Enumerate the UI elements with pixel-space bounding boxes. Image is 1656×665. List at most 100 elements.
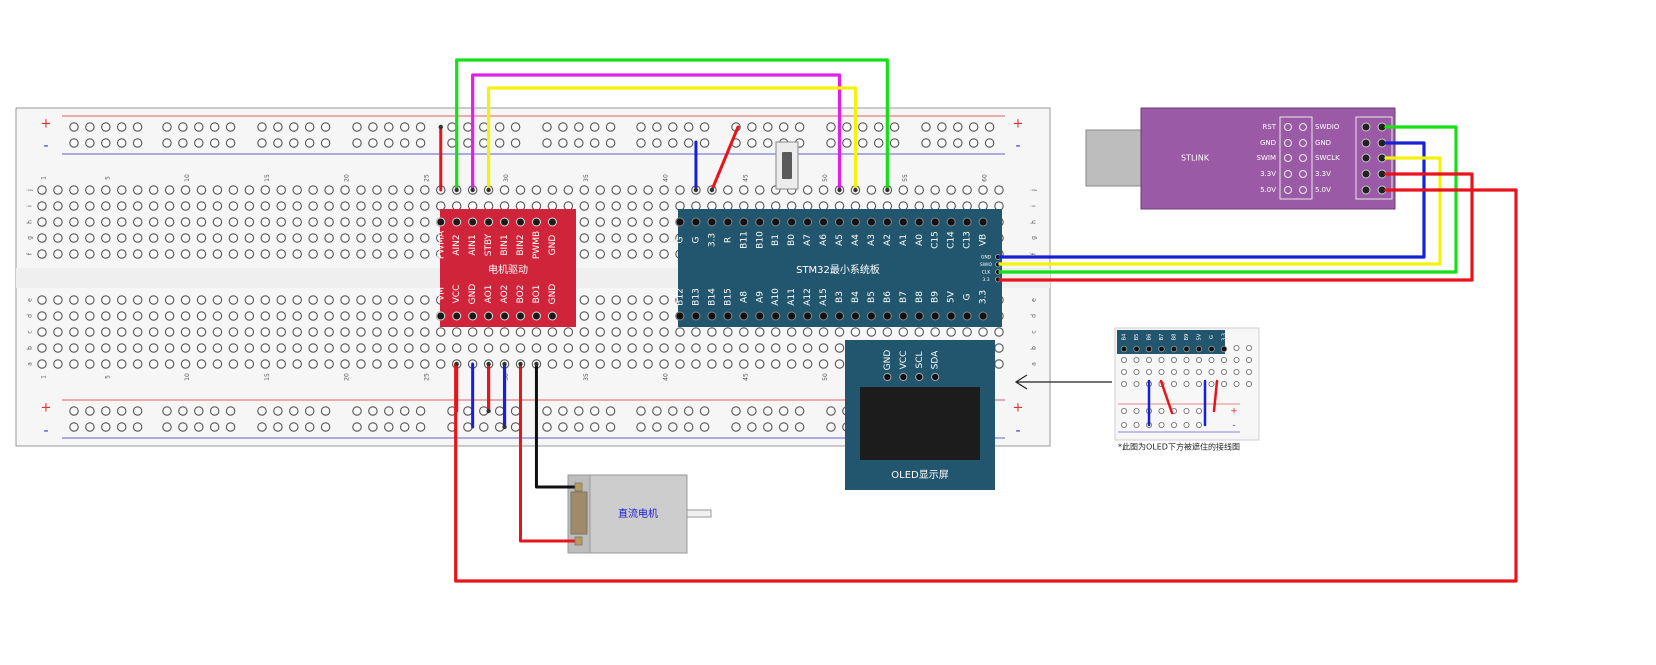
terminal-hole [515,201,526,211]
wire-end [454,187,459,193]
terminal-hole [627,343,637,353]
column-number: 25 [423,174,430,182]
terminal-hole [404,327,414,337]
inset-hole [1196,368,1203,375]
column-number: 15 [264,373,271,381]
rail-hole [116,122,127,132]
stm32-pin [898,311,908,321]
terminal-hole [770,359,781,369]
motor-driver-pin [547,217,557,227]
terminal-hole [754,185,765,195]
terminal-hole [117,217,127,227]
stlink-pin [1299,139,1307,147]
terminal-hole [978,201,988,211]
terminal-hole [101,201,111,211]
terminal-hole [451,343,462,353]
stm32-pin-label: A8 [739,291,749,303]
terminal-hole [420,233,430,243]
terminal-hole [228,201,239,211]
inset-wire-red-2 [1212,379,1219,413]
terminal-hole [834,343,845,353]
terminal-hole [978,185,988,195]
stm32-title: STM32最小系统板 [796,263,880,276]
inset-minus-sign: - [1232,421,1235,431]
row-letter: h [27,220,34,224]
rail-hole [273,122,283,132]
stm32-side-pin-label: 3.3 [982,277,989,283]
rail-minus-sign: - [43,138,48,154]
stm32-pin-label: B9 [931,291,941,303]
wire-green-swdio [998,125,1458,274]
terminal-hole [260,217,271,227]
wire-end [885,187,890,193]
terminal-hole [754,201,765,211]
rail-plus-sign: + [1013,401,1024,416]
terminal-hole [435,201,446,211]
rail-hole [399,122,410,132]
rail-hole [589,122,600,132]
terminal-hole [483,327,494,337]
terminal-hole [101,217,111,227]
terminal-hole [850,327,861,337]
rail-hole [304,122,315,132]
inset-hole [1133,380,1140,387]
stm32-pin [787,311,797,321]
terminal-hole [69,185,79,195]
terminal-hole [930,327,940,337]
terminal-hole [132,201,143,211]
motor-driver-pin [452,217,462,227]
rail-hole [794,406,805,416]
terminal-hole [595,311,605,321]
stm32-side-pin-label: SWIO [980,262,993,268]
rail-hole [558,406,568,416]
motor-driver-pin-label: VM [436,287,446,301]
terminal-hole [53,311,63,321]
terminal-hole [404,343,414,353]
rail-hole [368,406,378,416]
terminal-hole [164,185,175,195]
terminal-hole [420,201,430,211]
rail-hole [352,122,362,132]
terminal-hole [212,327,223,337]
column-number: 20 [344,174,351,182]
terminal-hole [372,327,382,337]
stlink-pin [1299,154,1307,162]
row-letter: e [27,298,34,302]
stm32-side-pin-label: CLK [982,270,992,276]
terminal-hole [388,327,398,337]
motor-driver-pin-label: BO1 [532,285,542,304]
inset-plus-sign: + [1230,407,1238,417]
terminal-hole [292,249,302,259]
stm32-pin [866,217,876,227]
rail-hole [399,138,410,148]
rail-hole [399,406,410,416]
rail-hole [209,406,220,416]
oled-pin-label: GND [883,350,893,371]
terminal-hole [643,201,653,211]
rail-hole [101,406,111,416]
rail-hole [747,122,757,132]
stm32-pin [962,311,972,321]
inset-hole [1246,356,1253,363]
terminal-hole [404,233,414,243]
terminal-hole [164,295,175,305]
terminal-hole [212,295,223,305]
terminal-hole [579,311,590,321]
rail-hole [178,406,188,416]
terminal-hole [611,185,621,195]
terminal-hole [659,359,669,369]
stm32-pin-label: B10 [755,231,765,249]
stm32-pin-label: B8 [915,291,925,303]
rail-hole [415,122,426,132]
stlink-right-pin-label: 3.3V [1315,170,1331,178]
terminal-hole [148,217,159,227]
terminal-hole [372,249,382,259]
terminal-hole [579,217,590,227]
terminal-hole [946,185,956,195]
terminal-hole [627,249,637,259]
rail-hole [289,138,299,148]
inset-pin [1145,345,1153,353]
rail-hole [85,122,95,132]
terminal-hole [770,327,781,337]
terminal-hole [276,233,286,243]
